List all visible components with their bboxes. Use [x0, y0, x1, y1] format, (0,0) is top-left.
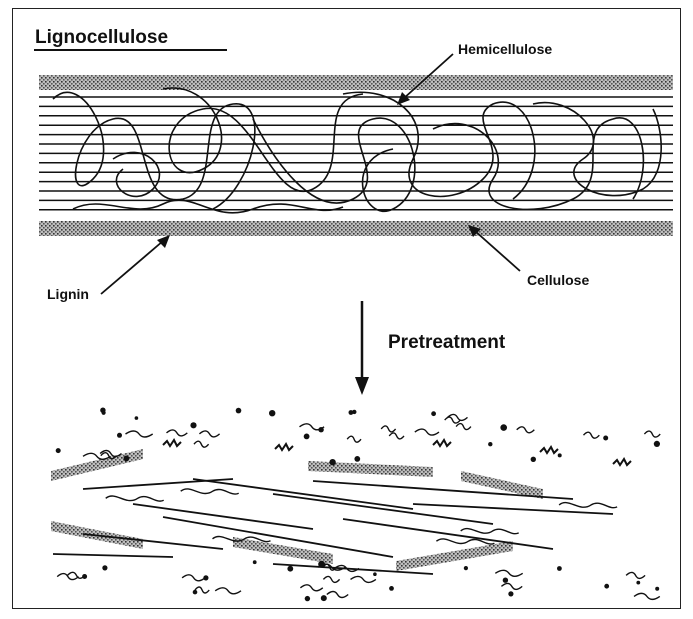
lignocellulose-pretreatment-diagram: Lignocellulose Hemicellulose Lignin Cell… — [13, 9, 682, 610]
hemicellulose-fragment — [381, 426, 395, 432]
lignin-particle — [488, 442, 492, 446]
hemicellulose-fragment — [106, 496, 164, 501]
loose-cellulose-fiber — [273, 494, 493, 524]
lignin-particle — [500, 424, 507, 431]
hemicellulose-fragment — [559, 503, 617, 508]
hemicellulose-fragment — [644, 431, 660, 437]
lignin-particle — [531, 457, 536, 462]
loose-cellulose-fiber — [343, 519, 553, 549]
title-lignocellulose: Lignocellulose — [35, 27, 168, 48]
lignin-particle — [304, 434, 310, 440]
hemicellulose-fragment — [182, 575, 205, 581]
lignin-particle — [354, 456, 360, 462]
hemicellulose-fragment — [199, 431, 219, 437]
label-pretreatment: Pretreatment — [388, 332, 506, 353]
lignin-particle — [373, 572, 377, 576]
lignin-cluster — [275, 444, 293, 450]
intact-lignocellulose — [39, 75, 673, 236]
hemicellulose-fragment — [634, 593, 660, 599]
loose-cellulose-fiber — [133, 504, 313, 529]
lignin-particle — [253, 560, 257, 564]
hemicellulose-fragment — [347, 436, 361, 442]
hemicellulose-fragment — [389, 433, 404, 439]
lignin-particle — [203, 575, 208, 580]
hemicellulose-fragment — [181, 489, 239, 494]
hemicellulose-fragment — [194, 441, 209, 447]
hemicellulose-fragment — [626, 572, 645, 578]
lignin-particle — [349, 410, 354, 415]
lignin-particle — [603, 436, 608, 441]
lignin-particle — [604, 584, 609, 589]
hemicellulose-fragment — [215, 588, 241, 594]
lignin-particle — [117, 433, 122, 438]
loose-cellulose-fiber — [193, 479, 413, 509]
lignin-particle — [329, 459, 335, 465]
lignin-particle — [305, 596, 310, 601]
lignin-fragment — [233, 537, 333, 564]
lignin-particle — [503, 578, 508, 583]
lignin-particle — [124, 456, 130, 462]
lignin-fragment — [308, 461, 433, 477]
lignin-sheath-bottom — [39, 221, 673, 236]
hemicellulose-fragment — [584, 432, 600, 438]
diagram-frame: Lignocellulose Hemicellulose Lignin Cell… — [12, 8, 681, 609]
lignin-particle — [431, 411, 436, 416]
lignin-particle — [655, 587, 659, 591]
hemicellulose-fragment — [323, 576, 339, 582]
lignin-particle — [135, 416, 139, 420]
lignin-particle — [636, 581, 640, 585]
hemicellulose-fragment — [126, 431, 153, 437]
lignin-particle — [82, 574, 87, 579]
hemicellulose-fragment — [456, 424, 471, 430]
label-hemicellulose: Hemicellulose — [458, 41, 552, 57]
hemicellulose-fragment — [83, 453, 111, 459]
hemicellulose-fragment — [495, 570, 522, 576]
hemicellulose-fragment — [351, 576, 376, 582]
loose-cellulose-fiber — [413, 504, 613, 514]
lignin-pointer — [101, 235, 170, 294]
hemicellulose-fragment — [461, 529, 519, 534]
hemicellulose-strand — [163, 88, 363, 191]
lignin-particle — [654, 441, 660, 447]
lignin-particle — [389, 586, 394, 591]
loose-cellulose-fiber — [53, 554, 173, 557]
lignin-particle — [56, 448, 61, 453]
lignin-particle — [102, 565, 107, 570]
hemicellulose-fragment — [501, 583, 522, 589]
lignin-particle — [102, 411, 106, 415]
after-pretreatment — [51, 408, 660, 602]
lignin-cluster — [540, 447, 558, 453]
hemicellulose-fragment — [327, 592, 348, 598]
hemicellulose-fragment — [300, 585, 322, 591]
lignin-sheath-top — [39, 75, 673, 90]
lignin-fragment — [51, 449, 143, 481]
loose-cellulose-fiber — [83, 534, 223, 549]
disrupted-lignin-segments — [51, 449, 543, 571]
hemicellulose-strand — [343, 92, 535, 199]
lignin-particle — [557, 566, 562, 571]
lignin-particle — [190, 422, 196, 428]
lignin-cluster — [613, 459, 631, 465]
lignin-particle — [269, 410, 275, 416]
lignin-cluster — [163, 440, 181, 446]
hemicellulose-fragment — [517, 427, 535, 433]
label-cellulose: Cellulose — [527, 272, 589, 288]
lignin-particle — [508, 591, 513, 596]
lignin-particle — [193, 590, 198, 595]
lignin-particle — [287, 566, 293, 572]
hemicellulose-strand — [73, 200, 343, 213]
lignin-particle — [464, 566, 468, 570]
lignin-particle — [558, 453, 562, 457]
hemicellulose-strand — [113, 152, 159, 196]
lignin-particle — [321, 595, 327, 601]
hemicellulose-fragment — [167, 430, 188, 436]
hemicellulose-fragment — [415, 429, 439, 435]
lignin-particle — [318, 427, 323, 432]
lignin-cluster — [433, 440, 451, 446]
pretreatment-arrow — [355, 301, 369, 395]
lignin-particle — [318, 561, 325, 568]
lignin-particle — [236, 408, 242, 414]
lignin-fragment — [396, 541, 513, 571]
label-lignin: Lignin — [47, 286, 89, 302]
